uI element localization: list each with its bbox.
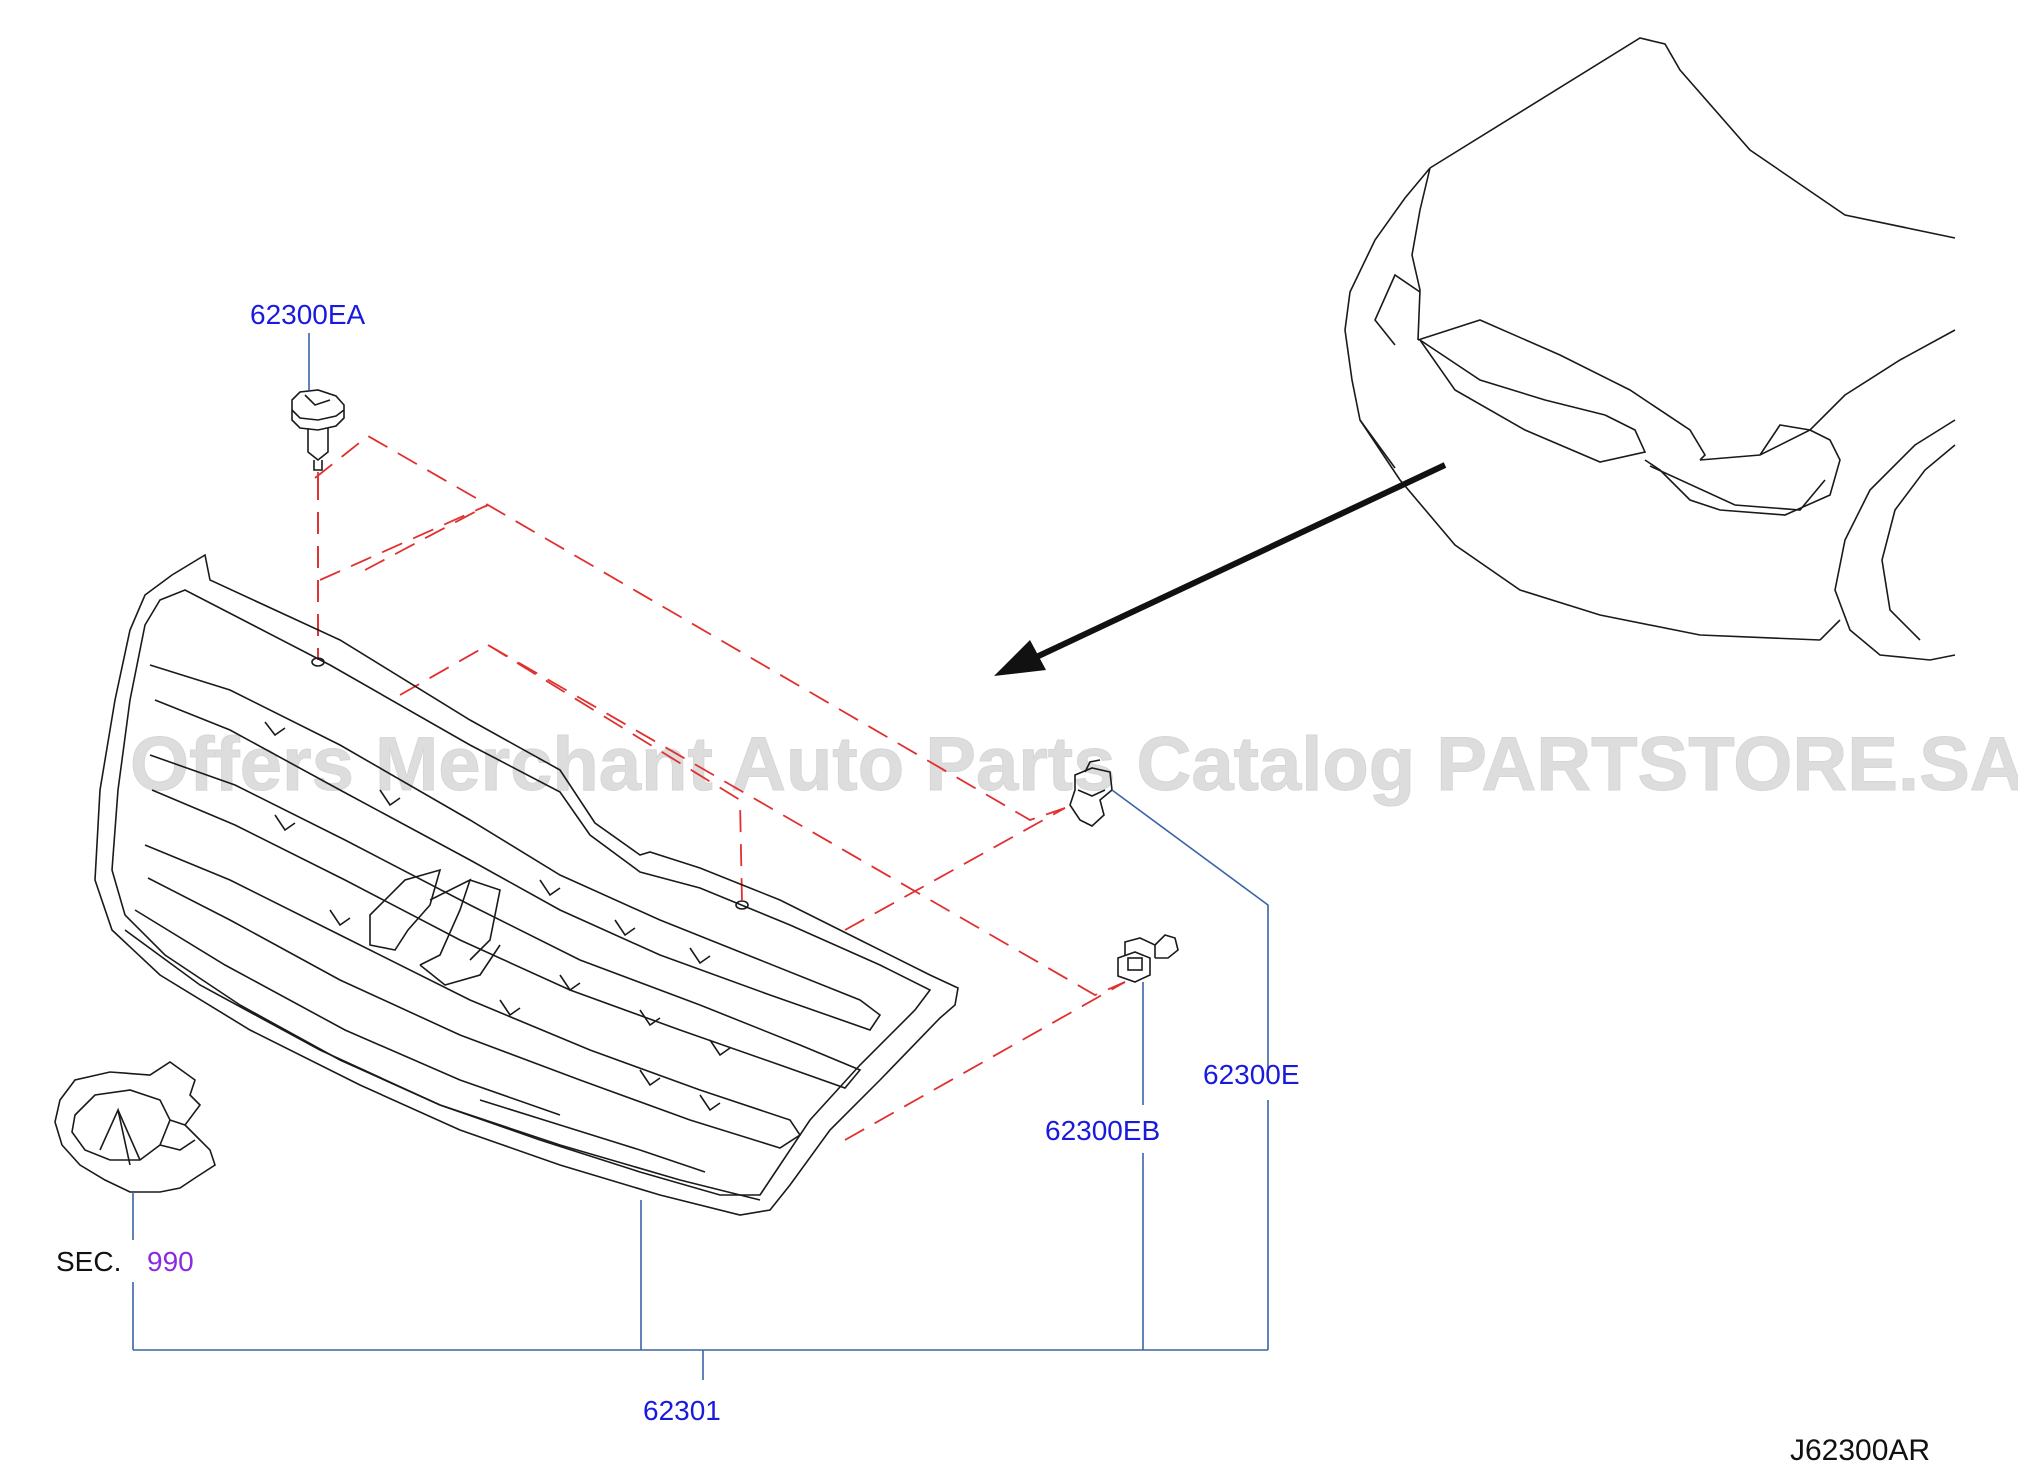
clip-62300ea-illustration: [291, 389, 345, 471]
part-number-62300eb[interactable]: 62300EB: [1045, 1115, 1160, 1146]
watermark: Offers Merchant Auto Parts Catalog PARTS…: [130, 722, 2018, 807]
part-number-62300e[interactable]: 62300E: [1203, 1059, 1300, 1090]
section-number-990[interactable]: 990: [147, 1246, 194, 1277]
part-number-62300ea[interactable]: 62300EA: [250, 299, 366, 330]
clip-62300e-leader: [1111, 789, 1269, 1077]
clip-62300e-illustration: [1069, 759, 1113, 827]
assembly-bracket: [132, 1100, 1269, 1380]
front-grille: [94, 553, 959, 1216]
part-number-62301[interactable]: 62301: [643, 1395, 721, 1426]
emblem-illustration: [54, 1061, 216, 1193]
car-front-illustration: [1344, 37, 1956, 661]
direction-arrow: [994, 462, 1447, 676]
clip-62300eb-illustration: [1117, 934, 1179, 983]
diagram-code: J62300AR: [1790, 1434, 1930, 1467]
section-prefix: SEC.: [56, 1246, 121, 1277]
